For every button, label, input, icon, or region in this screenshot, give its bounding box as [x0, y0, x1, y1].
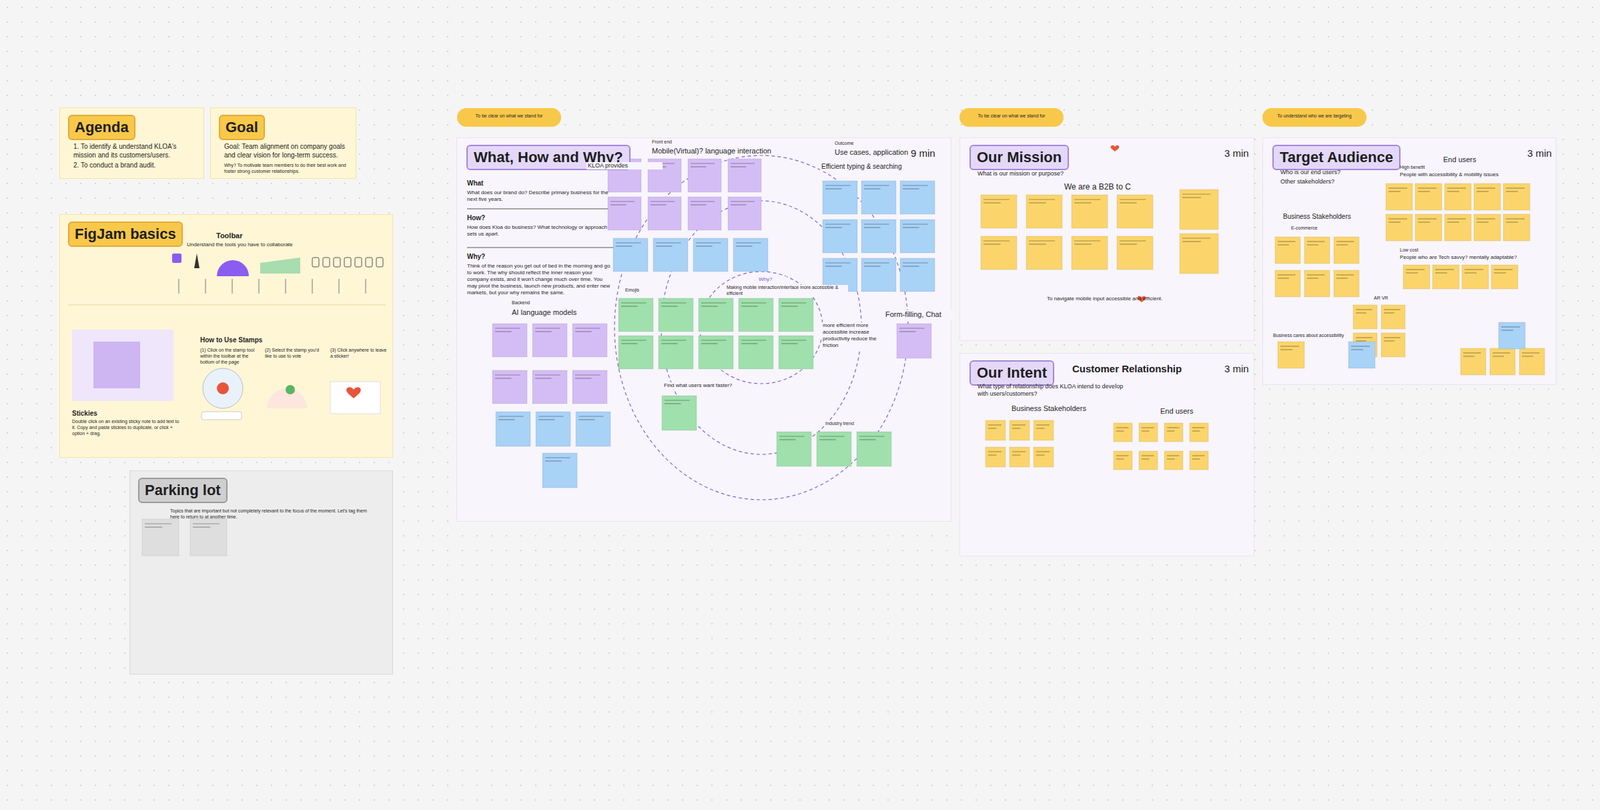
- note-text: Goal: Team alignment on company goals an…: [224, 142, 351, 160]
- board-section: Agenda1. To identify & understand KLOA's…: [59, 107, 205, 179]
- note-text: What is our mission or purpose?: [977, 170, 1125, 178]
- note-text: To be clear on what we stand for: [457, 113, 562, 120]
- note-text: Use cases, application: [834, 148, 935, 158]
- section-title: Parking lot: [138, 477, 228, 504]
- note-text: KLOA provides: [586, 162, 663, 170]
- note-text: Business cares about accessibility: [1273, 332, 1380, 339]
- board-section: Our Intent Customer Relationship 3 minWhat…: [959, 352, 1255, 557]
- note-text: Efficient typing & searching: [820, 162, 937, 172]
- note-text: (3) Click anywhere to leave a sticker!: [330, 347, 389, 360]
- note-text: more efficient more accessible increase …: [821, 322, 888, 349]
- note-text: What: [467, 179, 621, 189]
- note-text: Backend: [511, 300, 579, 307]
- note-text: 3 min: [1224, 362, 1254, 376]
- note-text: Stickies: [72, 409, 179, 419]
- note-text: (2) Select the stamp you'd like to use t…: [264, 347, 324, 360]
- note-text: Making mobile interaction/interface more…: [725, 284, 849, 297]
- note-text: Form-filling, Chat: [884, 310, 954, 320]
- board-section: What, How and Why?9 minWhatWhat does our…: [456, 137, 952, 522]
- note-text: What does our brand do? Describe primary…: [467, 189, 614, 203]
- note-text: Double click on an existing sticky note …: [72, 419, 183, 437]
- note-text: Why?: [757, 276, 787, 283]
- board-section: FigJam basics ToolbarUnderstand the tools…: [59, 214, 393, 458]
- note-text: (1) Click on the stamp tool within the t…: [200, 347, 259, 365]
- note-text: End users: [1160, 407, 1214, 417]
- section-title: Goal: [218, 114, 265, 141]
- note-text: 2. To conduct a brand audit.: [73, 161, 197, 171]
- note-text: How does Kloa do business? What technolo…: [467, 224, 614, 238]
- section-title: Our Intent: [969, 360, 1055, 386]
- board-section: Target Audience 3 minWho is our end users…: [1262, 137, 1557, 385]
- note-text: 3 min: [1527, 147, 1557, 161]
- note-text: To understand who we are targeting: [1262, 113, 1367, 120]
- section-pill: To be clear on what we stand for: [457, 108, 562, 127]
- section-pill: To be clear on what we stand for: [959, 108, 1064, 127]
- note-text: Topics that are important but not comple…: [170, 508, 371, 521]
- note-text: How?: [467, 214, 621, 223]
- section-title: Our Mission: [969, 144, 1069, 171]
- note-text: 3 min: [1224, 147, 1254, 161]
- note-text: Outcome: [834, 140, 889, 147]
- note-text: High benefit: [1399, 164, 1460, 171]
- note-text: Business Stakeholders: [1011, 404, 1105, 414]
- board-section: Our Mission 3 minWhat is our mission or p…: [959, 137, 1255, 341]
- note-text: How to Use Stamps: [200, 336, 307, 345]
- note-text: Front end: [651, 139, 706, 146]
- note-text: Why? To motivate team members to do thei…: [224, 162, 351, 175]
- note-text: AR VR: [1373, 295, 1414, 302]
- board-section: GoalGoal: Team alignment on company goal…: [210, 107, 357, 179]
- note-text: Other stakeholders?: [1280, 178, 1414, 186]
- note-text: Toolbar: [216, 231, 297, 241]
- note-text: What type of relationship does KLOA inte…: [977, 382, 1131, 399]
- note-text: Business Stakeholders: [1283, 212, 1390, 222]
- note-text: Why?: [467, 252, 621, 262]
- section-title: FigJam basics: [68, 221, 183, 247]
- note-text: Mobile(Virtual)? language interaction: [651, 146, 799, 157]
- note-text: Who is our end users?: [1280, 168, 1414, 177]
- note-text: Think of the reason you get out of bed i…: [467, 262, 614, 297]
- note-text: To navigate mobile input accessible and …: [1046, 295, 1201, 303]
- note-text: End users: [1443, 155, 1504, 165]
- board-section: Parking lotTopics that are important but…: [129, 470, 393, 675]
- note-text: We are a B2B to C: [1064, 182, 1171, 193]
- section-pill: To understand who we are targeting: [1262, 108, 1367, 127]
- note-text: People who are Tech savvy? mentally adap…: [1399, 254, 1540, 261]
- note-text: 1. To identify & understand KLOA's missi…: [73, 142, 197, 160]
- note-text: Understand the tools you have to collabo…: [186, 241, 321, 249]
- note-text: Industry trend: [824, 421, 881, 428]
- section-title: Target Audience: [1272, 144, 1401, 171]
- note-text: 9 min: [910, 147, 951, 161]
- note-text: Emojis: [623, 287, 660, 294]
- note-text: E-commerce: [1291, 225, 1352, 232]
- note-text: Find what users want faster?: [662, 382, 739, 389]
- note-text: People with accessibility & mobility iss…: [1399, 171, 1534, 179]
- note-text: AI language models: [511, 308, 606, 318]
- note-text: Low cost: [1399, 247, 1460, 254]
- section-title: Agenda: [68, 114, 136, 141]
- note-text: Customer Relationship: [1072, 362, 1220, 376]
- note-text: To be clear on what we stand for: [959, 113, 1064, 120]
